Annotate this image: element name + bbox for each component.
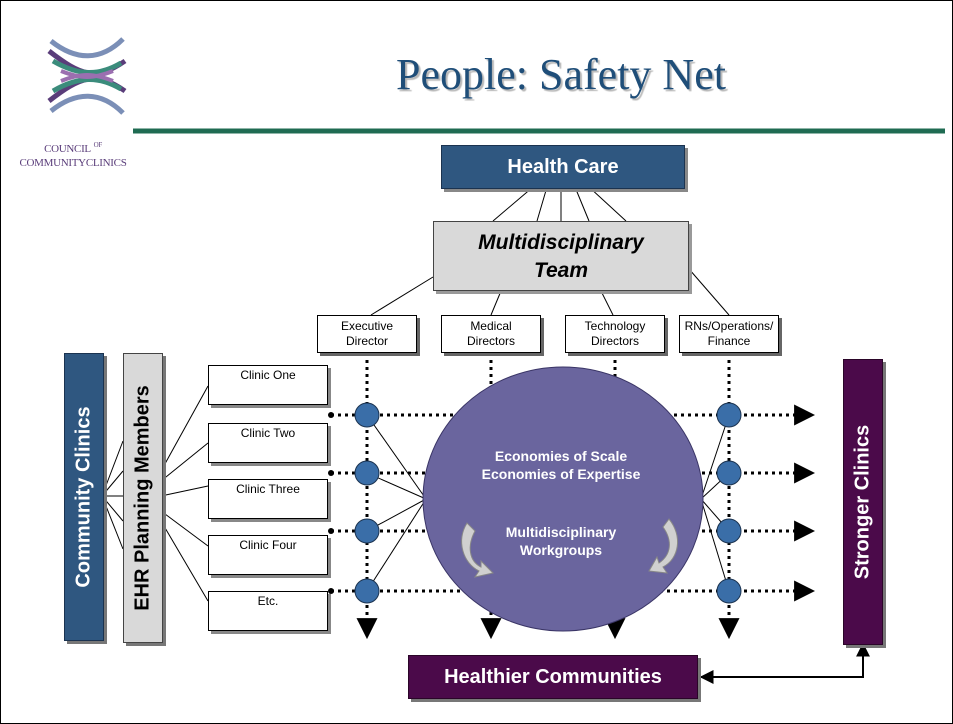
role-box-rns-operations-finance: RNs/Operations/ Finance	[679, 315, 779, 353]
team-line-1: Multidisciplinary	[478, 231, 644, 254]
ehr-clinic-connectors	[160, 385, 209, 602]
circle-economies-text: Economies of Scale Economies of Expertis…	[441, 447, 681, 483]
multidisciplinary-team-box: Multidisciplinary Team	[433, 221, 689, 291]
circle-line-1: Economies of Scale	[494, 448, 628, 464]
role-line-2: Finance	[707, 334, 751, 348]
community-clinics-label: Community Clinics	[72, 406, 95, 588]
community-ehr-connectors	[101, 440, 124, 550]
healthier-communities-box: Healthier Communities	[408, 655, 698, 699]
health-care-box: Health Care	[441, 145, 685, 189]
circle-workgroups-text: Multidisciplinary Workgroups	[441, 523, 681, 559]
stronger-clinics-label: Stronger Clinics	[851, 424, 874, 580]
role-line-2: Directors	[466, 334, 515, 348]
economies-circle	[422, 366, 704, 632]
logo-council: Council	[44, 143, 91, 155]
page-title: People: Safety Net	[396, 50, 726, 99]
node-circle-fan-lines	[366, 414, 730, 592]
role-line-1: RNs/Operations/	[684, 319, 774, 333]
role-box-medical-directors: Medical Directors	[441, 315, 541, 353]
role-box-executive-director: Executive Director	[317, 315, 417, 353]
ehr-planning-label: EHR Planning Members	[131, 385, 154, 611]
curved-arrow-right-icon	[648, 518, 678, 574]
circle-line-4: Workgroups	[519, 542, 603, 558]
role-box-technology-directors: Technology Directors	[565, 315, 665, 353]
stronger-clinics-bar: Stronger Clinics	[843, 359, 883, 645]
stronger-to-healthier-arrow	[699, 643, 864, 684]
ehr-planning-bar: EHR Planning Members	[123, 353, 163, 643]
clinic-box-etc: Etc.	[208, 591, 328, 631]
logo-of: of	[93, 141, 103, 149]
role-line-1: Executive	[340, 319, 394, 333]
healthcare-team-connectors	[492, 186, 627, 222]
curved-arrow-left-icon	[461, 522, 494, 578]
clinic-box-four: Clinic Four	[208, 535, 328, 575]
role-line-1: Technology	[584, 319, 646, 333]
clinic-box-two: Clinic Two	[208, 423, 328, 463]
circle-line-3: Multidisciplinary	[505, 524, 617, 540]
role-line-2: Director	[345, 334, 388, 348]
role-line-2: Directors	[590, 334, 639, 348]
role-line-1: Medical	[470, 319, 512, 333]
community-clinics-bar: Community Clinics	[64, 353, 104, 641]
circle-line-2: Economies of Expertise	[481, 466, 641, 482]
intersection-nodes	[354, 402, 742, 604]
team-role-connectors	[370, 268, 730, 316]
row-start-dots	[328, 412, 334, 594]
team-line-2: Team	[533, 259, 589, 282]
logo-icon	[47, 37, 127, 115]
clinic-box-one: Clinic One	[208, 365, 328, 405]
clinic-box-three: Clinic Three	[208, 479, 328, 519]
